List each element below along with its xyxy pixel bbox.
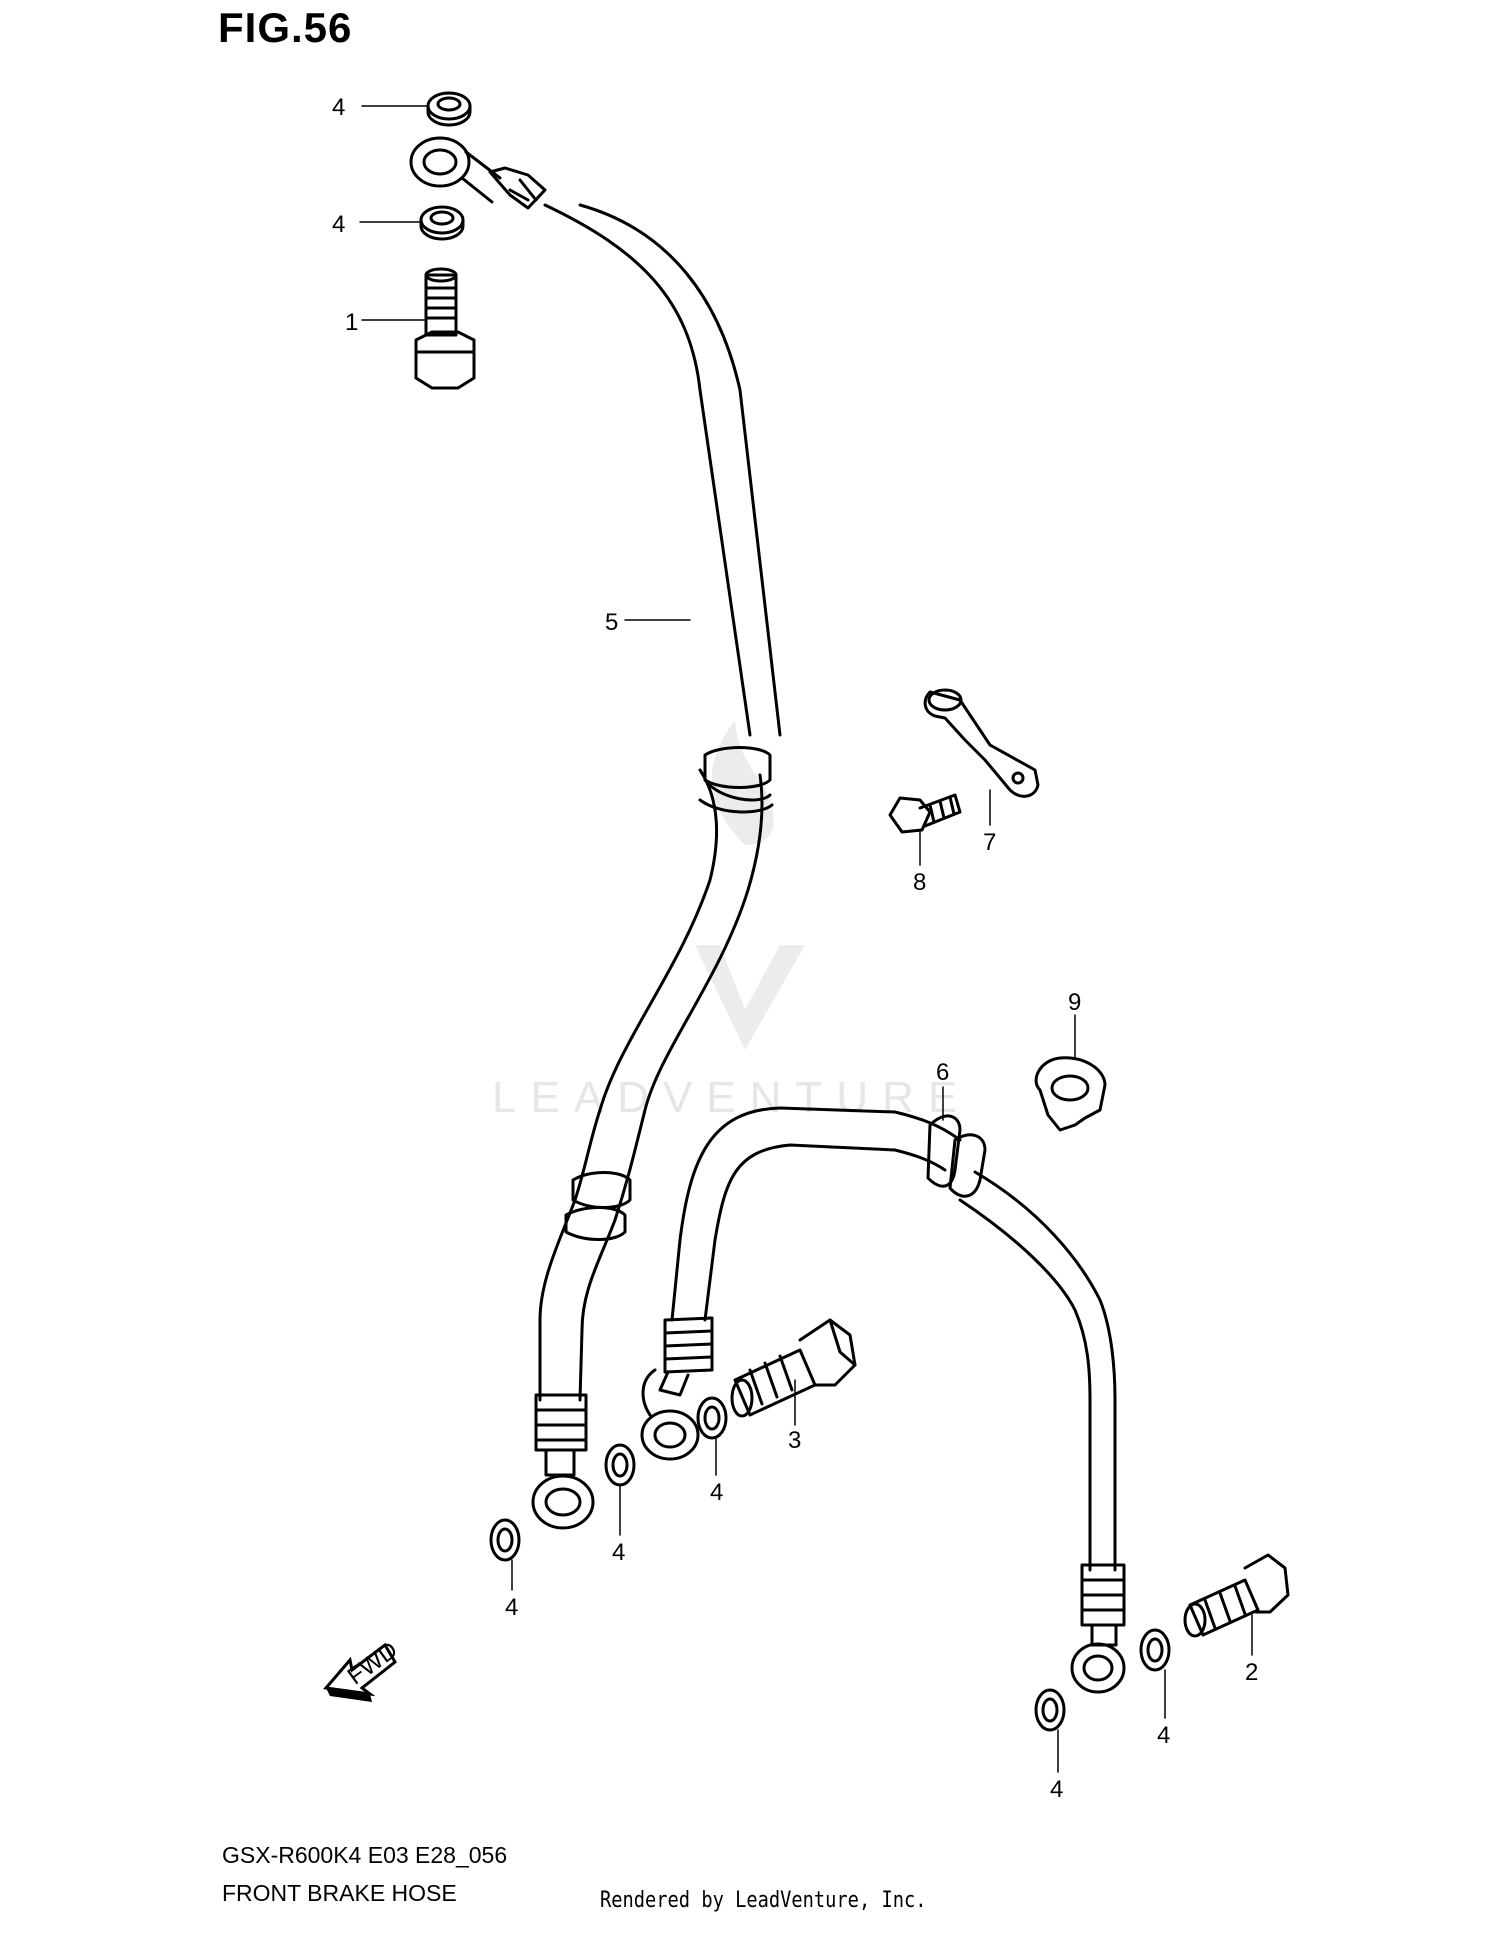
watermark-flame-icon: [711, 720, 774, 845]
bracket-7-icon: [923, 688, 1040, 798]
rendered-by-credit: Rendered by LeadVenture, Inc.: [600, 1888, 927, 1913]
callout-6: 6: [936, 1059, 949, 1086]
callout-7: 7: [983, 829, 996, 856]
callout-4: 4: [332, 94, 345, 121]
watermark: LEADVENTURE: [492, 720, 971, 1122]
callout-4: 4: [1157, 1722, 1170, 1749]
leader-lines: [359, 105, 1253, 1773]
clamp-9-icon: [1034, 1056, 1107, 1132]
section-name: FRONT BRAKE HOSE: [222, 1880, 457, 1906]
washer-icon: [604, 1443, 636, 1487]
callout-2: 2: [1245, 1659, 1258, 1686]
upper-banjo-fitting-icon: [409, 136, 547, 210]
callout-4: 4: [612, 1539, 625, 1566]
brake-hose-6: [640, 1106, 1126, 1694]
callout-9: 9: [1068, 989, 1081, 1016]
washer-icon: [1034, 1688, 1066, 1732]
fwd-arrow-icon: FWD: [323, 1636, 403, 1702]
watermark-v-icon: [695, 945, 805, 1050]
bolt-8-icon: [888, 793, 962, 834]
fwd-label: FWD: [343, 1636, 403, 1690]
banjo-bolt-2-icon: [1183, 1553, 1290, 1638]
callout-4: 4: [710, 1479, 723, 1506]
washer-icon: [489, 1518, 521, 1562]
callout-8: 8: [913, 869, 926, 896]
washer-icon: [696, 1396, 728, 1440]
brake-hose-5: [531, 203, 782, 1530]
callout-5: 5: [605, 609, 618, 636]
callout-labels: 4 4 1 5 7 8 9 6 3 4 4 4 2 4 4: [332, 94, 1258, 1803]
banjo-bolt-icon: [414, 267, 476, 390]
callout-4: 4: [505, 1594, 518, 1621]
washer-icon: [1139, 1628, 1171, 1672]
model-code: GSX-R600K4 E03 E28_056: [222, 1842, 508, 1868]
callout-3: 3: [788, 1427, 801, 1454]
washer-icon: [426, 91, 472, 127]
washer-icon: [419, 205, 465, 241]
callout-4: 4: [1050, 1776, 1063, 1803]
callout-4: 4: [332, 211, 345, 238]
watermark-text: LEADVENTURE: [492, 1073, 971, 1122]
banjo-bolt-3-icon: [730, 1318, 857, 1418]
callout-1: 1: [345, 309, 358, 336]
figure-title: FIG.56: [218, 4, 353, 51]
